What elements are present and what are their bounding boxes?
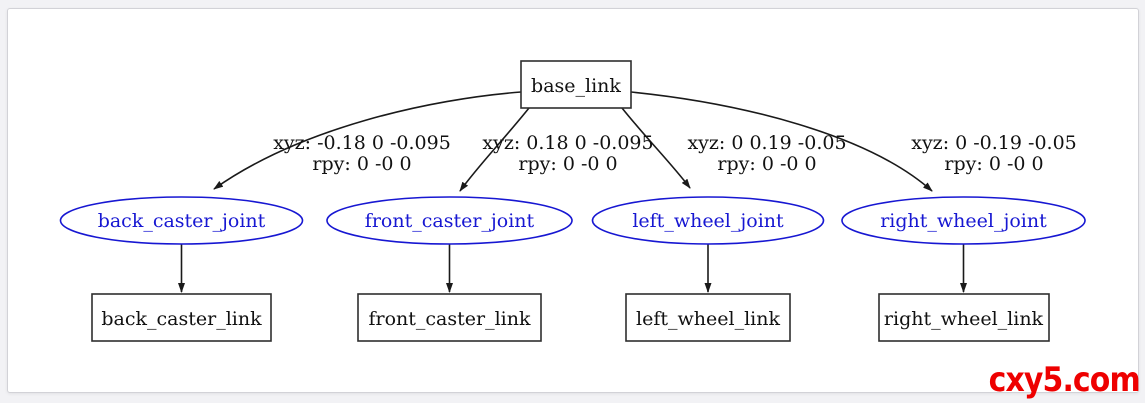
node-label: base_link — [531, 75, 621, 97]
watermark-cxy5: cxy5.com — [988, 360, 1141, 400]
edge-label-right-wheel: xyz: 0 -0.19 -0.05 rpy: 0 -0 0 — [911, 132, 1077, 175]
edge-label-rpy: rpy: 0 -0 0 — [717, 153, 816, 175]
edge-label-back-caster: xyz: -0.18 0 -0.095 rpy: 0 -0 0 — [273, 132, 451, 175]
node-label: front_caster_link — [368, 308, 530, 330]
node-label: right_wheel_joint — [880, 210, 1047, 232]
edge-base-to-back-caster-joint — [213, 91, 522, 190]
node-label: right_wheel_link — [884, 308, 1044, 330]
node-front-caster-joint: front_caster_joint — [326, 196, 573, 245]
node-left-wheel-joint: left_wheel_joint — [591, 196, 825, 245]
edge-base-to-front-caster-joint — [459, 107, 530, 192]
edge-label-rpy: rpy: 0 -0 0 — [944, 153, 1043, 175]
node-label: front_caster_joint — [365, 210, 535, 232]
node-label: left_wheel_joint — [632, 210, 784, 232]
node-back-caster-link: back_caster_link — [91, 293, 272, 342]
edge-label-xyz: xyz: 0 -0.19 -0.05 — [911, 132, 1077, 154]
edge-base-to-right-wheel-joint — [630, 91, 933, 192]
node-label: back_caster_joint — [98, 210, 266, 232]
edge-label-front-caster: xyz: 0.18 0 -0.095 rpy: 0 -0 0 — [482, 132, 653, 175]
edge-label-xyz: xyz: 0 0.19 -0.05 — [687, 132, 846, 154]
node-base-link: base_link — [520, 60, 632, 109]
edge-label-xyz: xyz: -0.18 0 -0.095 — [273, 132, 451, 154]
node-right-wheel-joint: right_wheel_joint — [841, 196, 1086, 245]
node-left-wheel-link: left_wheel_link — [625, 293, 791, 342]
node-label: back_caster_link — [101, 308, 262, 330]
node-label: left_wheel_link — [636, 308, 780, 330]
edge-label-left-wheel: xyz: 0 0.19 -0.05 rpy: 0 -0 0 — [687, 132, 846, 175]
edge-base-to-left-wheel-joint — [621, 107, 691, 189]
edge-label-rpy: rpy: 0 -0 0 — [312, 153, 411, 175]
edge-label-xyz: xyz: 0.18 0 -0.095 — [482, 132, 653, 154]
node-front-caster-link: front_caster_link — [357, 293, 542, 342]
edge-label-rpy: rpy: 0 -0 0 — [518, 153, 617, 175]
node-back-caster-joint: back_caster_joint — [59, 196, 304, 245]
node-right-wheel-link: right_wheel_link — [878, 293, 1050, 342]
